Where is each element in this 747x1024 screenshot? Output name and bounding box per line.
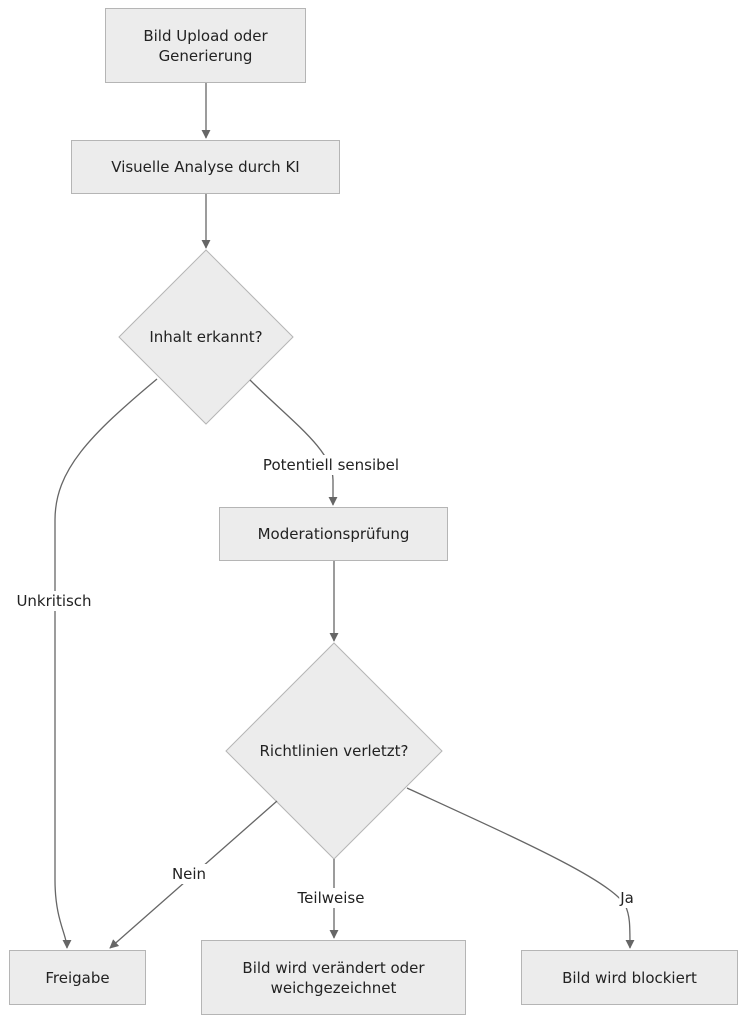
edge-label-ja: Ja bbox=[619, 888, 635, 908]
node-moderation: Moderationsprüfung bbox=[219, 507, 448, 561]
node-blockiert: Bild wird blockiert bbox=[521, 950, 738, 1005]
decision-inhalt-label: Inhalt erkannt? bbox=[149, 328, 263, 346]
node-freigabe: Freigabe bbox=[9, 950, 146, 1005]
edge-label-sensibel: Potentiell sensibel bbox=[261, 455, 401, 475]
node-veraendert: Bild wird verändert oder weichgezeichnet bbox=[201, 940, 466, 1015]
decision-inhalt-shape bbox=[118, 249, 294, 425]
decision-richtlinien-label: Richtlinien verletzt? bbox=[259, 742, 409, 760]
node-analyse: Visuelle Analyse durch KI bbox=[71, 140, 340, 194]
edge-label-unkritisch: Unkritisch bbox=[15, 591, 93, 611]
edge-richtlinien-blockiert bbox=[406, 787, 635, 949]
edge-inhalt-freigabe bbox=[54, 378, 158, 949]
node-upload: Bild Upload oder Generierung bbox=[105, 8, 306, 83]
edge-label-nein: Nein bbox=[170, 864, 208, 884]
edge-label-teilweise: Teilweise bbox=[296, 888, 366, 908]
edge-inhalt-moderation bbox=[249, 379, 338, 506]
